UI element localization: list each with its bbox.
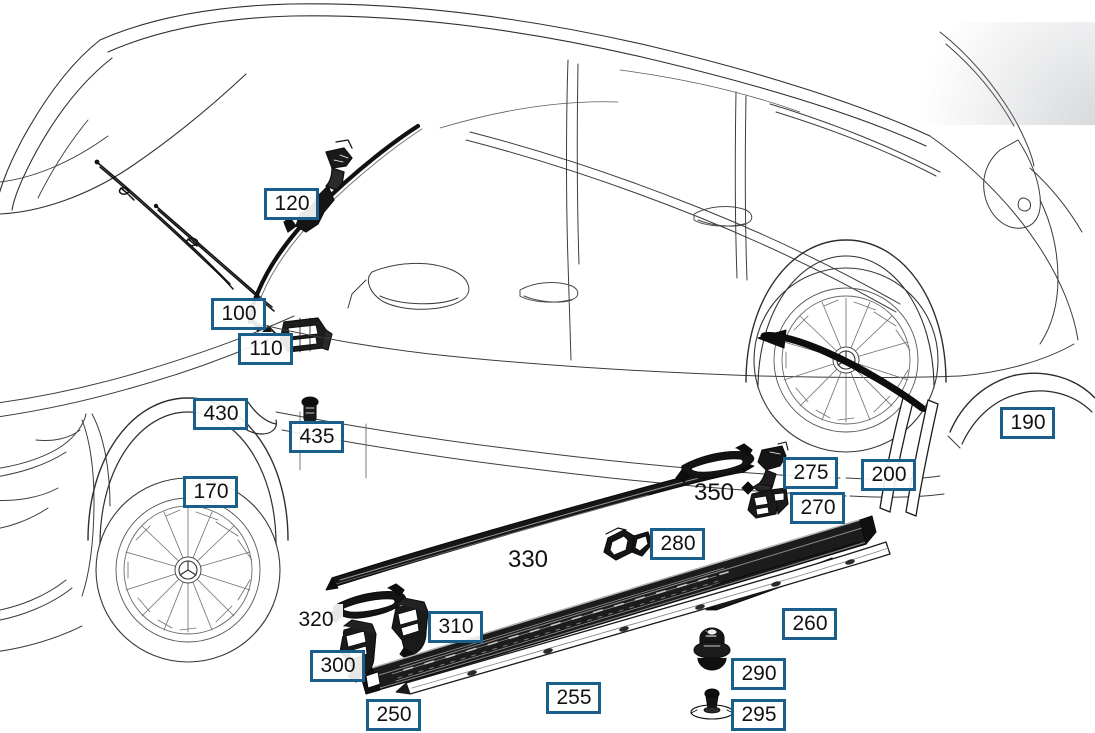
callout-250[interactable]: 250 <box>366 699 421 731</box>
callout-190[interactable]: 190 <box>1000 407 1055 439</box>
callout-290[interactable]: 290 <box>731 658 786 690</box>
callout-275[interactable]: 275 <box>783 457 838 489</box>
pointer-arrow <box>757 329 926 412</box>
part-270-clip <box>747 483 789 519</box>
callout-310[interactable]: 310 <box>428 611 483 643</box>
part-435-grommet <box>301 396 319 424</box>
mercedes-star-logo-front <box>178 560 198 580</box>
car-roof-outline <box>0 3 931 215</box>
callout-110[interactable]: 110 <box>238 333 293 365</box>
callout-280[interactable]: 280 <box>650 528 705 560</box>
part-350-end-cap <box>675 443 755 483</box>
front-wheel <box>87 397 289 663</box>
part-280-clip <box>603 527 653 561</box>
rear-wheel <box>745 239 947 453</box>
callout-260[interactable]: 260 <box>782 608 837 640</box>
part-290-expanding-rivet <box>693 627 731 671</box>
callout-270[interactable]: 270 <box>790 492 845 524</box>
door-handles <box>519 206 753 303</box>
callout-300[interactable]: 300 <box>310 650 365 682</box>
car-body-side <box>249 31 1035 378</box>
callout-255[interactable]: 255 <box>546 682 601 714</box>
callout-435[interactable]: 435 <box>289 421 344 453</box>
part-255-insert-strip <box>395 541 891 695</box>
callout-100[interactable]: 100 <box>211 298 266 330</box>
side-mirror <box>347 263 470 310</box>
rear-body-outline <box>929 135 1095 449</box>
window-detail-lines <box>439 69 801 129</box>
callout-120[interactable]: 120 <box>264 188 319 220</box>
part-310-clip <box>391 597 429 661</box>
front-wheel-spokes <box>125 507 253 633</box>
callout-170[interactable]: 170 <box>183 476 238 508</box>
part-295-sealing-washer <box>690 688 734 720</box>
part-200-arch-trim <box>879 397 939 517</box>
callout-330[interactable]: 330 <box>507 546 549 573</box>
windshield-lines <box>0 119 109 199</box>
callout-350[interactable]: 350 <box>693 479 735 506</box>
callout-430[interactable]: 430 <box>193 398 248 430</box>
windshield-wiper-blades <box>94 159 275 312</box>
callout-200[interactable]: 200 <box>861 459 916 491</box>
front-fender <box>0 315 295 652</box>
rear-wheel-spokes <box>783 297 911 423</box>
callout-320[interactable]: 320 <box>288 604 343 636</box>
callout-295[interactable]: 295 <box>731 699 786 731</box>
part-250-rocker-cover <box>361 515 877 695</box>
